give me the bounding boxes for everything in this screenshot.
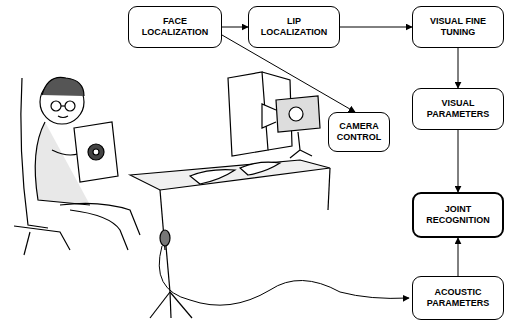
box-label: VISUAL PARAMETERS	[417, 98, 499, 121]
microphone	[150, 230, 192, 318]
box-label: LIP LOCALIZATION	[253, 16, 335, 39]
process-box: VISUAL PARAMETERS	[412, 88, 504, 130]
box-label: ACOUSTIC PARAMETERS	[417, 287, 499, 310]
process-box: LIP LOCALIZATION	[248, 6, 340, 48]
recognition-box: JOINT RECOGNITION	[412, 192, 504, 238]
box-label: CAMERA CONTROL	[333, 121, 385, 144]
flow-arrow	[222, 27, 248, 28]
process-box: VISUAL FINE TUNING	[412, 6, 504, 48]
box-label: FACE LOCALIZATION	[133, 16, 217, 39]
process-box: FACE LOCALIZATION	[128, 6, 222, 48]
box-label: JOINT RECOGNITION	[418, 204, 498, 227]
flow-arrow	[340, 27, 412, 28]
flow-arrow	[458, 130, 459, 192]
process-box: ACOUSTIC PARAMETERS	[412, 276, 504, 320]
person-at-desk	[14, 72, 330, 255]
box-label: VISUAL FINE TUNING	[417, 16, 499, 39]
process-box: CAMERA CONTROL	[328, 112, 390, 152]
flow-arrow	[458, 48, 459, 88]
flow-arrow	[458, 238, 459, 276]
microphone-wire	[159, 246, 409, 305]
